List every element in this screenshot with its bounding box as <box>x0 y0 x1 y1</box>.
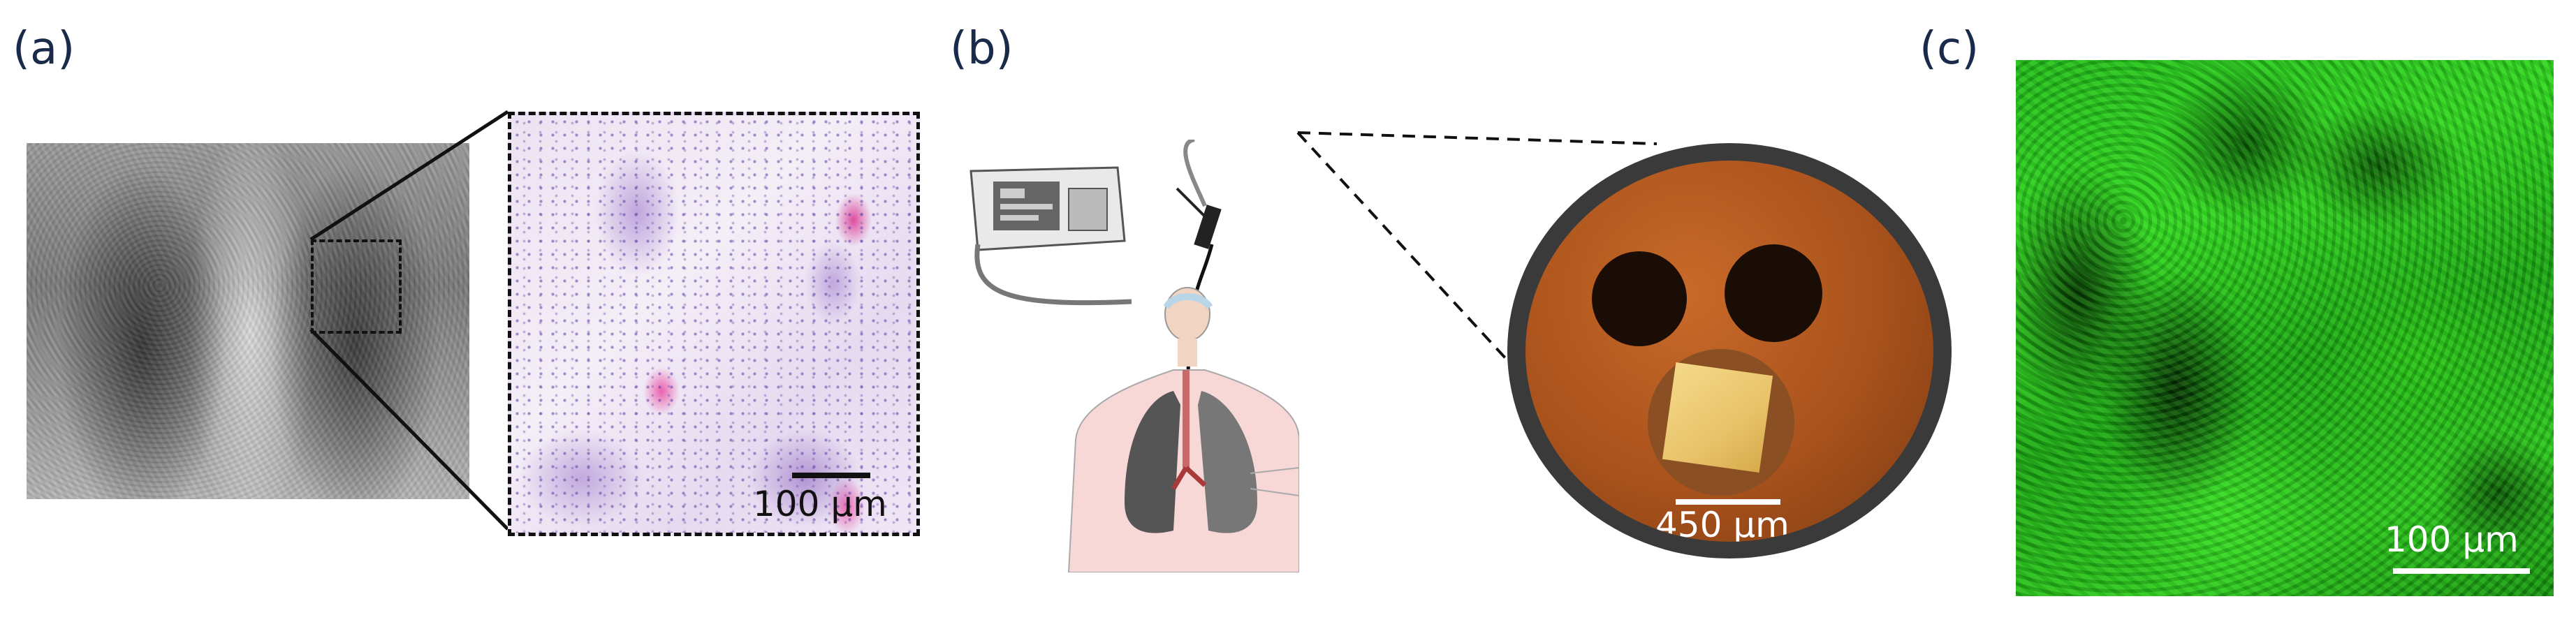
patient-neck <box>1178 339 1197 366</box>
scale-bar-a <box>792 473 870 478</box>
bronchoscopy-illustration <box>969 140 1299 572</box>
fluorescence-image: 100 µm <box>2016 60 2554 596</box>
zoom-line-b-top <box>1297 131 1657 145</box>
fiber-core-ring <box>1648 349 1794 496</box>
xray-texture <box>27 143 469 499</box>
panel-label-c: (c) <box>1919 23 1979 75</box>
panel-label-a: (a) <box>13 23 75 75</box>
bronchi <box>1171 466 1207 490</box>
patient-headband <box>1163 293 1213 310</box>
fluorescence-texture <box>2016 60 2554 596</box>
scale-bar-label-a: 100 µm <box>753 484 887 524</box>
console-device-icon <box>969 166 1126 251</box>
endoscope-tip-image: 450 µm <box>1525 161 1933 542</box>
histology-image: 100 µm <box>508 112 920 536</box>
working-channel-left <box>1592 251 1687 346</box>
working-channel-right <box>1725 244 1822 342</box>
scale-bar-c <box>2393 568 2530 574</box>
scale-bar-label-b: 450 µm <box>1655 505 1790 542</box>
fiber-bundle-face <box>1662 362 1773 473</box>
left-lung <box>1125 391 1180 533</box>
device-cable <box>974 244 1132 306</box>
endoscope-lever <box>1176 187 1206 218</box>
panel-label-b: (b) <box>950 23 1013 75</box>
scale-bar-label-c: 100 µm <box>2385 519 2519 560</box>
right-lung <box>1198 391 1257 533</box>
xray-region-of-interest-box <box>311 239 402 334</box>
histology-texture <box>511 115 916 533</box>
endoscope-handle <box>1194 205 1222 249</box>
endoscope-cable <box>1183 140 1207 207</box>
scale-bar-b <box>1676 499 1780 505</box>
chest-xray-image <box>27 143 469 499</box>
